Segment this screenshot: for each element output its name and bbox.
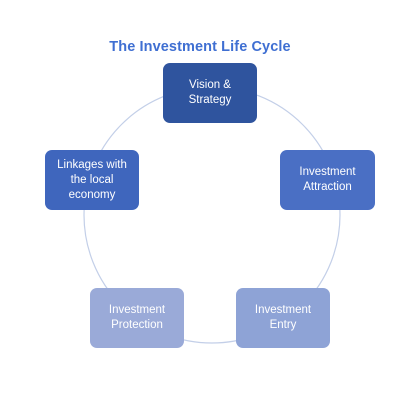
diagram-title: The Investment Life Cycle <box>109 39 291 55</box>
node-investment-protection[interactable]: Investment Protection <box>90 288 184 348</box>
node-vision-strategy[interactable]: Vision & Strategy <box>163 63 257 123</box>
node-investment-entry[interactable]: Investment Entry <box>236 288 330 348</box>
node-investment-attraction[interactable]: Investment Attraction <box>280 150 375 210</box>
node-linkages-local-economy[interactable]: Linkages with the local economy <box>45 150 139 210</box>
